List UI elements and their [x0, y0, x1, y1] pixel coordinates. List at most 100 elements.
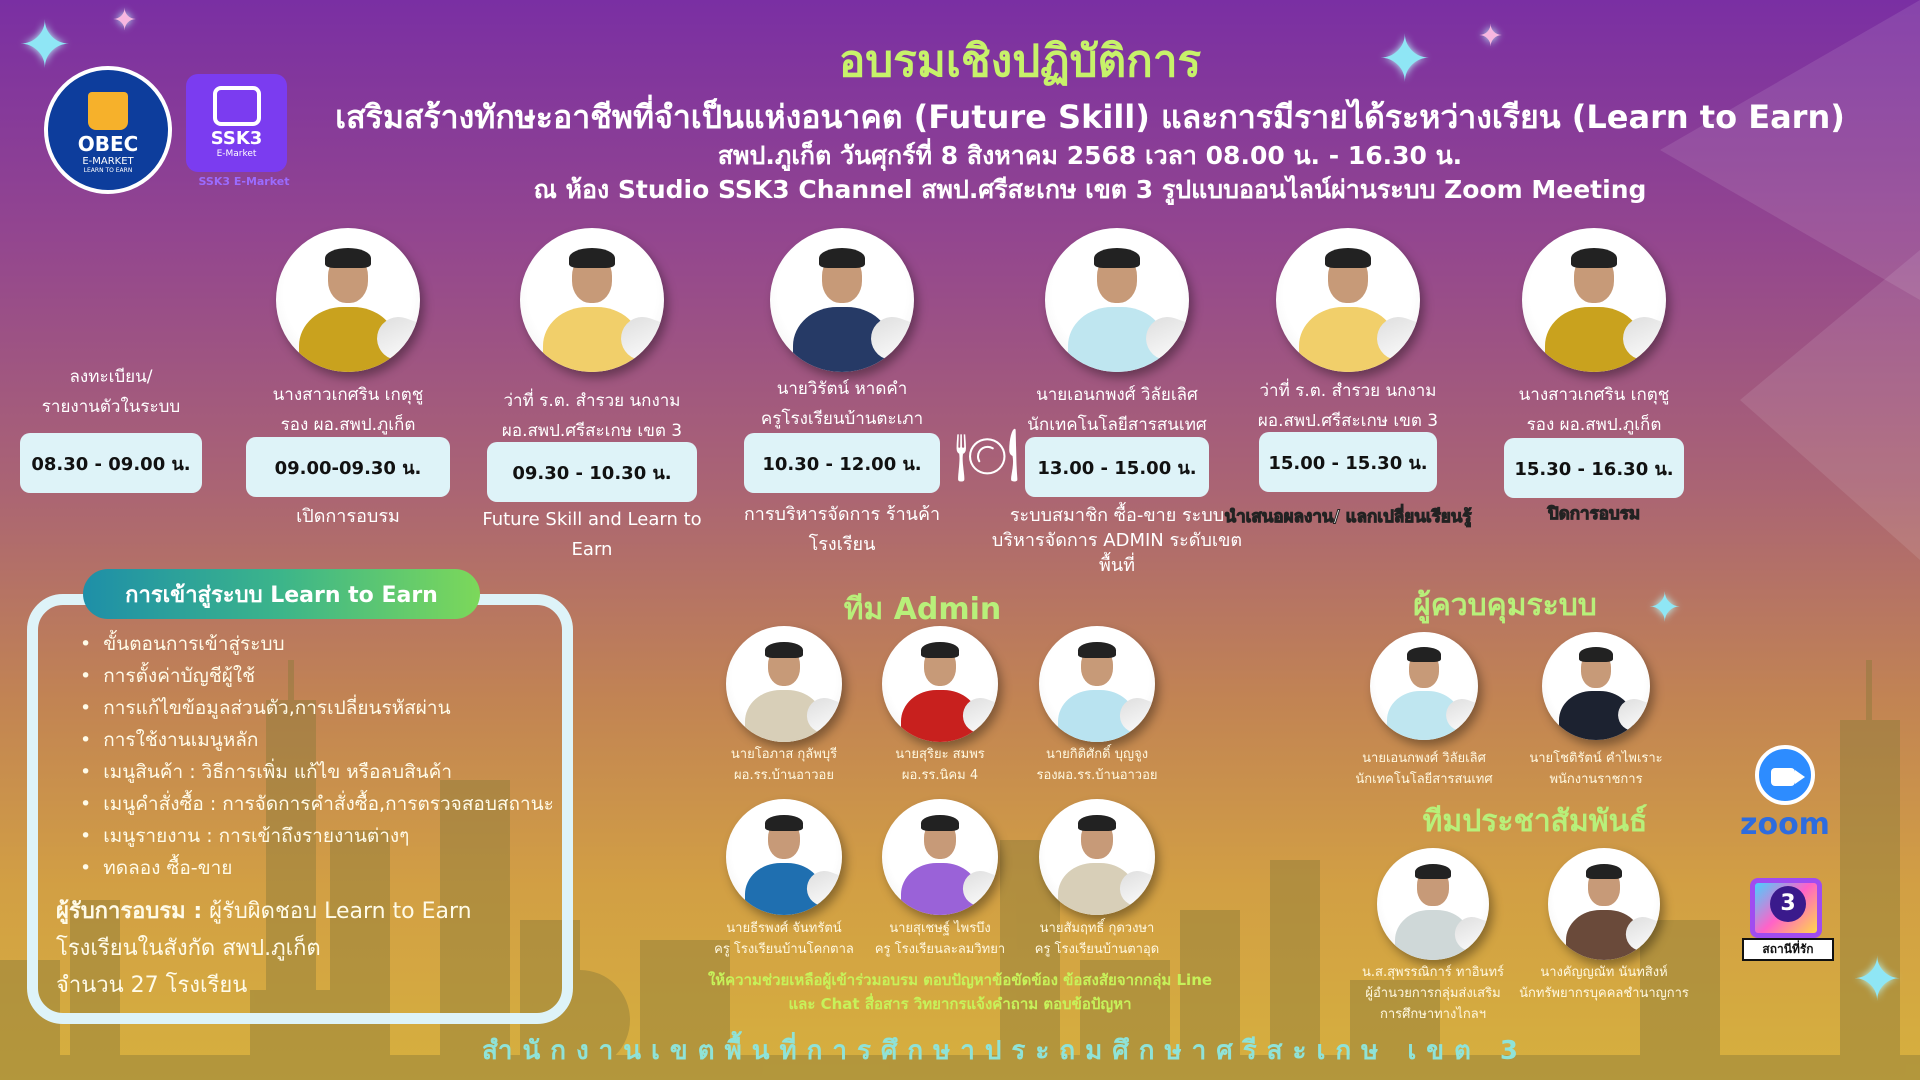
- speaker-role: ครูโรงเรียนบ้านตะเภา: [760, 409, 924, 429]
- topic-item: การใช้งานเมนูหลัก: [80, 724, 554, 756]
- member-name: นายสัมฤทธิ์ กุดวงษา: [1039, 921, 1155, 936]
- member-role: ครู โรงเรียนบ้านโคกตาล: [714, 942, 854, 957]
- session-description: ปิดการอบรม: [1547, 504, 1641, 525]
- footer-organization: สำนักงานเขตพื้นที่การศึกษาประถมศึกษาศรีส…: [481, 1036, 1529, 1066]
- member-role: ผอ.รร.นิคม 4: [901, 768, 979, 783]
- photo-hair: [568, 248, 616, 269]
- person-photo: [1039, 799, 1155, 915]
- person-photo: [1377, 848, 1489, 960]
- speaker-name: นายวิรัตน์ หาดคำ: [776, 379, 908, 399]
- time-slot: 13.00 - 15.00 น.: [1025, 437, 1209, 497]
- member-role: ครู โรงเรียนละลมวิทยา: [874, 942, 1006, 957]
- topic-item: เมนูคำสั่งซื้อ : การจัดการคำสั่งซื้อ,การ…: [80, 788, 554, 820]
- member-name: นายสุริยะ สมพร: [895, 747, 985, 762]
- trainee-line: โรงเรียนในสังกัด สพป.ภูเก็ต: [56, 936, 321, 961]
- photo-hair: [921, 642, 959, 659]
- speaker-role: ผอ.สพป.ศรีสะเกษ เขต 3: [1257, 411, 1439, 431]
- video-camera-icon: [1754, 745, 1815, 805]
- session-description: ระบบสมาชิก ซื้อ-ขาย ระบบบริหารจัดการ ADM…: [991, 505, 1243, 576]
- photo-hair: [324, 248, 372, 269]
- lunch-break-icon: 🍽: [954, 426, 1021, 486]
- channel-caption: สถานีที่รัก: [1742, 938, 1834, 961]
- member-role: นักเทคโนโลยีสารสนเทศ: [1355, 772, 1493, 787]
- member-role: ผอ.รร.บ้านอาวอย: [734, 768, 834, 783]
- speaker-name: ว่าที่ ร.ต. สำรวย นกงาม: [1259, 381, 1437, 401]
- topic-item: เมนูรายงาน : การเข้าถึงรายงานต่างๆ: [80, 820, 554, 852]
- photo-hair: [765, 642, 803, 659]
- photo-hair: [921, 815, 959, 832]
- trainee-value: ผู้รับผิดชอบ Learn to Earn: [202, 899, 472, 924]
- time-slot: 15.00 - 15.30 น.: [1259, 432, 1437, 492]
- time-slot: 15.30 - 16.30 น.: [1504, 438, 1684, 498]
- photo-hair: [1078, 642, 1116, 659]
- member-name: นายธีรพงศ์ จันทรัตน์: [726, 921, 842, 936]
- page-subtitle: เสริมสร้างทักษะอาชีพที่จำเป็นแห่งอนาคต (…: [335, 98, 1845, 136]
- venue-line: ณ ห้อง Studio SSK3 Channel สพป.ศรีสะเกษ …: [533, 175, 1647, 204]
- person-photo: [882, 626, 998, 742]
- photo-hair: [818, 248, 866, 269]
- time-slot: 09.00-09.30 น.: [246, 437, 450, 497]
- sparkle-icon: ✦: [1478, 19, 1504, 54]
- help-line: ให้ความช่วยเหลือผู้เข้าร่วมอบรม ตอบปัญหา…: [707, 971, 1213, 989]
- time-slot: 10.30 - 12.00 น.: [744, 433, 940, 493]
- photo-hair: [1570, 248, 1618, 269]
- member-role: ผู้อำนวยการกลุ่มส่งเสริม: [1365, 986, 1501, 1001]
- person-photo: [276, 228, 420, 372]
- sparkle-icon: ✦: [18, 9, 72, 83]
- member-role: นักทรัพยากรบุคคลชำนาญการ: [1519, 986, 1689, 1001]
- person-photo: [520, 228, 664, 372]
- session-description: นำเสนอผลงาน/ แลกเปลี่ยนเรียนรู้: [1224, 507, 1472, 528]
- photo-hair: [1324, 248, 1372, 269]
- session-description: Future Skill and Learn to Earn: [482, 509, 702, 560]
- session-description: การบริหารจัดการ ร้านค้าโรงเรียน: [743, 504, 941, 555]
- person-photo: [1370, 632, 1478, 740]
- topic-item: ทดลอง ซื้อ-ขาย: [80, 852, 554, 884]
- sparkle-icon: ✦: [112, 3, 138, 38]
- speaker-role: รอง ผอ.สพป.ภูเก็ต: [1526, 415, 1662, 435]
- sparkle-icon: ✦: [1852, 945, 1903, 1015]
- speaker-name: ลงทะเบียน/: [69, 367, 153, 387]
- logo-text: OBEC: [77, 132, 139, 156]
- sparkle-icon: ✦: [1648, 585, 1682, 631]
- photo-hair: [1578, 647, 1614, 663]
- member-name: นายโอภาส กุลัพบุรี: [730, 747, 838, 762]
- shopping-bag-icon: [88, 92, 128, 130]
- person-photo: [1522, 228, 1666, 372]
- person-photo: [1276, 228, 1420, 372]
- admin-team-title: ทีม Admin: [843, 592, 1002, 627]
- speaker-name: นางสาวเกศริน เกตุชู: [1518, 385, 1670, 405]
- person-photo: [1039, 626, 1155, 742]
- ssk3-channel-logo: 3 สถานีที่รัก: [1742, 860, 1842, 961]
- person-photo: [1045, 228, 1189, 372]
- member-name: นางคัญญณัท นันทสิงห์: [1540, 965, 1668, 980]
- time-slot: 08.30 - 09.00 น.: [20, 433, 202, 493]
- member-role: การศึกษาทางไกลฯ: [1379, 1007, 1487, 1022]
- speaker-name: ว่าที่ ร.ต. สำรวย นกงาม: [503, 391, 681, 411]
- photo-hair: [1093, 248, 1141, 269]
- logo-text: LEARN TO EARN: [83, 167, 133, 174]
- obec-emarket-logo: OBEC E-MARKET LEARN TO EARN: [44, 66, 172, 194]
- ssk3-logo-caption: SSK3 E-Market: [198, 175, 290, 188]
- photo-hair: [1586, 863, 1622, 880]
- photo-hair: [1415, 863, 1451, 880]
- member-name: นายโชติรัตน์ คำไพเราะ: [1529, 751, 1663, 766]
- shopping-bag-icon: [212, 86, 261, 126]
- member-role: รองผอ.รร.บ้านอาวอย: [1036, 768, 1158, 783]
- member-name: น.ส.สุพรรณิการ์ ทาอินทร์: [1361, 965, 1505, 980]
- member-role: ครู โรงเรียนบ้านตาอุด: [1034, 942, 1160, 957]
- photo-hair: [765, 815, 803, 832]
- speaker-name: นางสาวเกศริน เกตุชู: [272, 385, 424, 405]
- admin-help-text: ให้ความช่วยเหลือผู้เข้าร่วมอบรม ตอบปัญหา…: [560, 968, 1360, 1016]
- person-photo: [1548, 848, 1660, 960]
- page-title: อบรมเชิงปฏิบัติการ: [838, 36, 1202, 87]
- photo-hair: [1078, 815, 1116, 832]
- speaker-role: นักเทคโนโลยีสารสนเทศ: [1027, 415, 1207, 435]
- person-photo: [882, 799, 998, 915]
- member-name: นายกิติศักดิ์ บุญจูง: [1045, 747, 1149, 762]
- date-line: สพป.ภูเก็ต วันศุกร์ที่ 8 สิงหาคม 2568 เว…: [717, 141, 1463, 170]
- topic-item: เมนูสินค้า : วิธีการเพิ่ม แก้ไข หรือลบสิ…: [80, 756, 554, 788]
- speaker-name: นายเอนกพงศ์ วิลัยเลิศ: [1036, 385, 1198, 405]
- member-name: นายสุเชษฐ์ ไพรบึง: [889, 921, 991, 936]
- topic-item: การแก้ไขข้อมูลส่วนตัว,การเปลี่ยนรหัสผ่าน: [80, 692, 554, 724]
- session-description: เปิดการอบรม: [296, 506, 400, 527]
